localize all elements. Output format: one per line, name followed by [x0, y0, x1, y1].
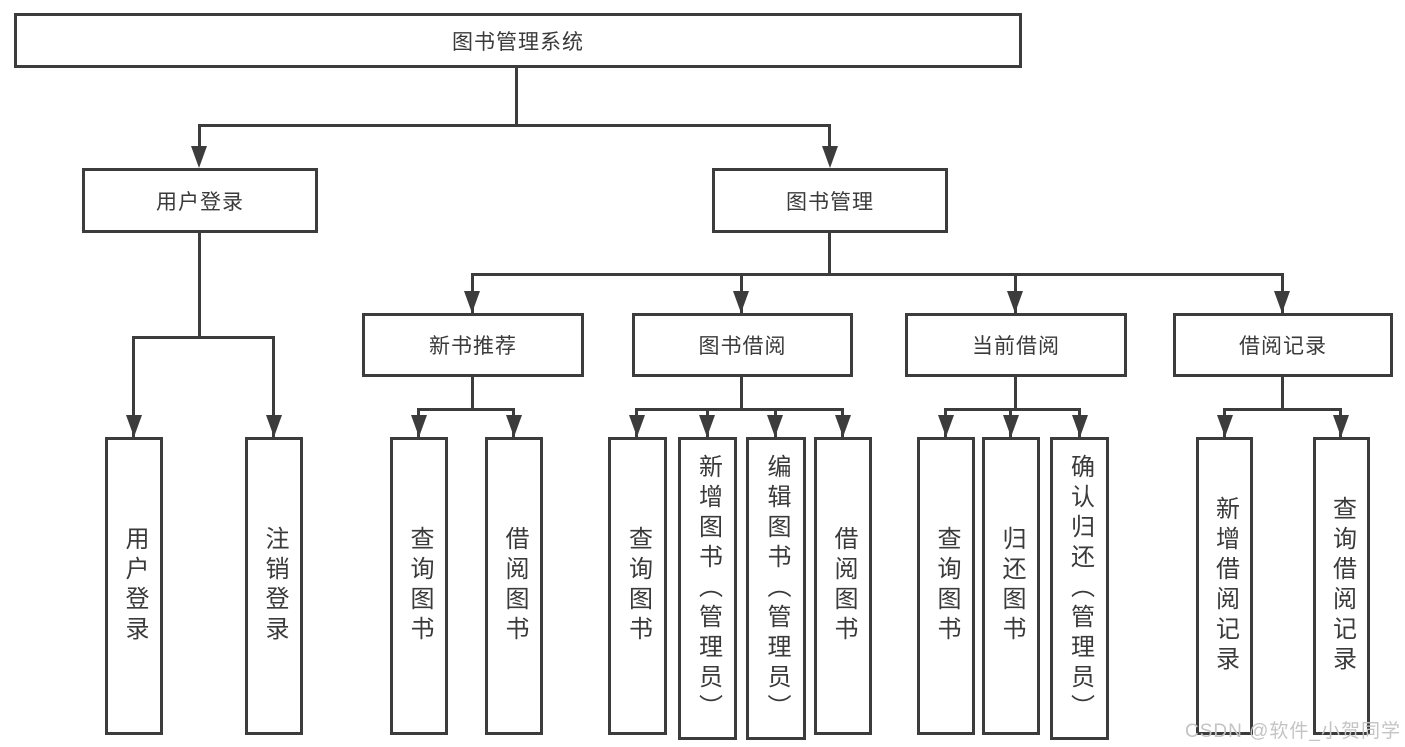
- connector-line: [471, 377, 474, 411]
- arrow-down-icon: [1072, 415, 1088, 437]
- csdn-watermark: CSDN @软件_小贺同学: [1185, 721, 1401, 742]
- node-new-book-rec: 新书推荐: [362, 313, 584, 377]
- arrow-down-icon: [506, 415, 522, 437]
- leaf-edit-book-admin: 编辑图书（管理员）: [746, 437, 806, 740]
- node-borrow-record: 借阅记录: [1173, 313, 1393, 377]
- node-current-borrow: 当前借阅: [905, 313, 1127, 377]
- leaf-query-borrow-record: 查询借阅记录: [1313, 437, 1370, 735]
- leaf-query-book-2: 查询图书: [608, 437, 667, 735]
- leaf-borrow-book-1-label: 借阅图书: [501, 526, 528, 646]
- node-new-book-rec-label: 新书推荐: [429, 335, 517, 358]
- connector-line: [1281, 377, 1284, 411]
- connector-line: [198, 124, 831, 127]
- leaf-add-borrow-record: 新增借阅记录: [1196, 437, 1253, 735]
- leaf-query-book-2-label: 查询图书: [624, 526, 652, 646]
- leaf-add-borrow-record-label: 新增借阅记录: [1211, 496, 1239, 676]
- connector-line: [198, 124, 201, 158]
- node-root-label: 图书管理系统: [452, 30, 584, 54]
- leaf-query-book-3: 查询图书: [917, 437, 975, 735]
- connector-line: [417, 408, 515, 411]
- leaf-query-book-1-label: 查询图书: [406, 526, 433, 646]
- leaf-logout: 注销登录: [245, 437, 303, 735]
- leaf-query-book-3-label: 查询图书: [933, 526, 960, 646]
- connector-line: [515, 68, 518, 126]
- arrow-down-icon: [464, 291, 480, 313]
- arrow-down-icon: [835, 415, 851, 437]
- leaf-confirm-return-admin: 确认归还（管理员）: [1050, 437, 1109, 740]
- connector-line: [471, 273, 1284, 276]
- arrow-down-icon: [938, 415, 954, 437]
- node-root: 图书管理系统: [14, 13, 1022, 68]
- leaf-query-book-1: 查询图书: [390, 437, 448, 735]
- arrow-down-icon: [1333, 415, 1349, 437]
- node-user-login-label: 用户登录: [156, 190, 244, 214]
- leaf-borrow-book-1: 借阅图书: [485, 437, 543, 735]
- arrow-down-icon: [191, 146, 207, 168]
- leaf-edit-book-admin-label: 编辑图书（管理员）: [763, 453, 790, 724]
- connector-line: [740, 377, 743, 411]
- arrow-down-icon: [126, 415, 142, 437]
- leaf-confirm-return-admin-label: 确认归还（管理员）: [1066, 453, 1094, 724]
- arrow-down-icon: [733, 291, 749, 313]
- leaf-add-book-admin-label: 新增图书（管理员）: [694, 453, 722, 724]
- leaf-user-login: 用户登录: [105, 437, 163, 735]
- node-book-borrow-label: 图书借阅: [698, 335, 787, 358]
- node-user-login: 用户登录: [82, 168, 318, 233]
- leaf-user-login-label: 用户登录: [121, 526, 148, 646]
- arrow-down-icon: [1003, 415, 1019, 437]
- connector-line: [132, 336, 135, 437]
- leaf-borrow-book-2: 借阅图书: [814, 437, 872, 735]
- arrow-down-icon: [822, 146, 838, 168]
- arrow-down-icon: [266, 415, 282, 437]
- leaf-query-borrow-record-label: 查询借阅记录: [1328, 496, 1356, 676]
- connector-line: [132, 336, 275, 339]
- connector-line: [944, 408, 1081, 411]
- node-current-borrow-label: 当前借阅: [972, 335, 1060, 358]
- arrow-down-icon: [699, 415, 715, 437]
- arrow-down-icon: [411, 415, 427, 437]
- connector-line: [272, 336, 275, 437]
- arrow-down-icon: [767, 415, 783, 437]
- arrow-down-icon: [1217, 415, 1233, 437]
- arrow-down-icon: [1007, 291, 1023, 313]
- arrow-down-icon: [629, 415, 645, 437]
- node-book-borrow: 图书借阅: [632, 313, 853, 377]
- node-book-mgmt: 图书管理: [712, 168, 948, 233]
- leaf-add-book-admin: 新增图书（管理员）: [678, 437, 737, 740]
- connector-line: [198, 233, 201, 338]
- leaf-return-book: 归还图书: [982, 437, 1040, 735]
- leaf-logout-label: 注销登录: [261, 526, 288, 646]
- connector-line: [635, 408, 844, 411]
- connector-line: [828, 233, 831, 276]
- node-book-mgmt-label: 图书管理: [786, 190, 874, 214]
- node-borrow-record-label: 借阅记录: [1239, 335, 1327, 358]
- connector-line: [1014, 377, 1017, 411]
- leaf-return-book-label: 归还图书: [998, 526, 1025, 646]
- connector-line: [828, 124, 831, 158]
- connector-line: [1223, 408, 1342, 411]
- arrow-down-icon: [1274, 291, 1290, 313]
- leaf-borrow-book-2-label: 借阅图书: [830, 526, 857, 646]
